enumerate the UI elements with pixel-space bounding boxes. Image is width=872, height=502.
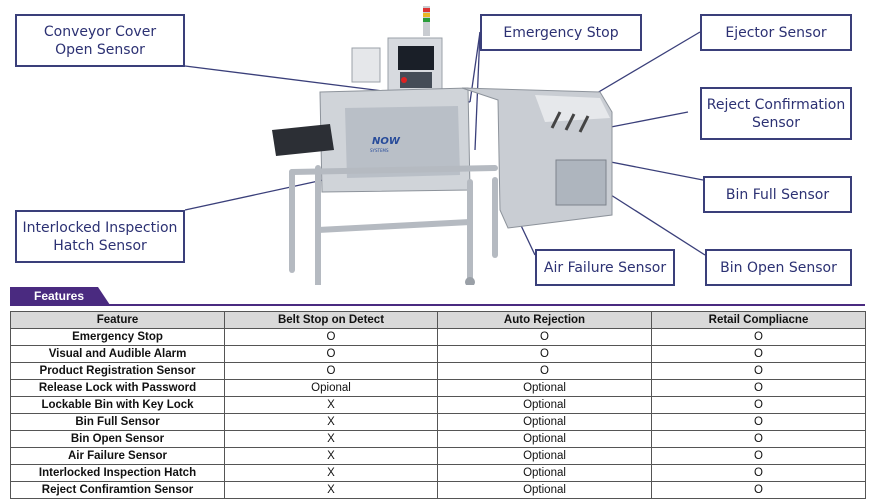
feature-value-cell: O	[224, 328, 438, 346]
brand-logo-sub: SYSTEMS	[370, 148, 389, 153]
feature-value-cell: O	[651, 464, 866, 482]
feature-name-cell: Bin Full Sensor	[10, 413, 225, 431]
feature-value-cell: Optional	[437, 481, 652, 499]
table-header-row: Feature Belt Stop on Detect Auto Rejecti…	[10, 311, 866, 329]
feature-value-cell: X	[224, 430, 438, 448]
column-header: Retail Compliacne	[651, 311, 866, 329]
feature-value-cell: O	[437, 362, 652, 380]
feature-value-cell: O	[224, 362, 438, 380]
feature-name-cell: Reject Confiramtion Sensor	[10, 481, 225, 499]
feature-name-cell: Release Lock with Password	[10, 379, 225, 397]
brand-logo: NOW	[372, 136, 401, 147]
feature-value-cell: Optional	[437, 396, 652, 414]
callout-bin-open-sensor: Bin Open Sensor	[705, 249, 852, 286]
feature-value-cell: O	[651, 413, 866, 431]
feature-value-cell: O	[651, 447, 866, 465]
machine-drawing: NOW SYSTEMS	[184, 6, 706, 297]
callout-bin-full-sensor: Bin Full Sensor	[703, 176, 852, 213]
feature-name-cell: Lockable Bin with Key Lock	[10, 396, 225, 414]
product-illustration: NOW SYSTEMS Conveyor Cover Open Sensor E…	[15, 6, 852, 297]
feature-value-cell: O	[437, 328, 652, 346]
callout-reject-confirmation-sensor: Reject Confirmation Sensor	[700, 87, 852, 140]
feature-value-cell: O	[651, 430, 866, 448]
callout-interlocked-inspection-hatch-sensor: Interlocked Inspection Hatch Sensor	[15, 210, 185, 263]
feature-value-cell: O	[651, 396, 866, 414]
callout-conveyor-cover-open-sensor: Conveyor Cover Open Sensor	[15, 14, 185, 67]
feature-value-cell: X	[224, 481, 438, 499]
feature-name-cell: Interlocked Inspection Hatch	[10, 464, 225, 482]
feature-name-cell: Visual and Audible Alarm	[10, 345, 225, 363]
feature-value-cell: Optional	[437, 447, 652, 465]
feature-value-cell: X	[224, 464, 438, 482]
feature-value-cell: X	[224, 413, 438, 431]
callout-air-failure-sensor: Air Failure Sensor	[535, 249, 675, 286]
feature-value-cell: O	[651, 328, 866, 346]
feature-value-cell: O	[651, 481, 866, 499]
feature-value-cell: Optional	[437, 464, 652, 482]
feature-value-cell: O	[651, 362, 866, 380]
feature-value-cell: Optional	[437, 430, 652, 448]
feature-name-cell: Product Registration Sensor	[10, 362, 225, 380]
feature-name-cell: Emergency Stop	[10, 328, 225, 346]
feature-value-cell: X	[224, 396, 438, 414]
feature-name-cell: Bin Open Sensor	[10, 430, 225, 448]
features-heading: Features	[10, 287, 110, 305]
column-header: Auto Rejection	[437, 311, 652, 329]
feature-name-cell: Air Failure Sensor	[10, 447, 225, 465]
features-divider	[10, 304, 865, 306]
column-header: Feature	[10, 311, 225, 329]
callout-emergency-stop: Emergency Stop	[480, 14, 642, 51]
feature-value-cell: Optional	[437, 413, 652, 431]
callout-ejector-sensor: Ejector Sensor	[700, 14, 852, 51]
feature-value-cell: O	[651, 345, 866, 363]
feature-value-cell: Opional	[224, 379, 438, 397]
feature-value-cell: O	[224, 345, 438, 363]
features-table: Feature Belt Stop on Detect Auto Rejecti…	[10, 311, 866, 499]
feature-value-cell: Optional	[437, 379, 652, 397]
column-header: Belt Stop on Detect	[224, 311, 438, 329]
feature-value-cell: X	[224, 447, 438, 465]
feature-value-cell: O	[651, 379, 866, 397]
feature-value-cell: O	[437, 345, 652, 363]
